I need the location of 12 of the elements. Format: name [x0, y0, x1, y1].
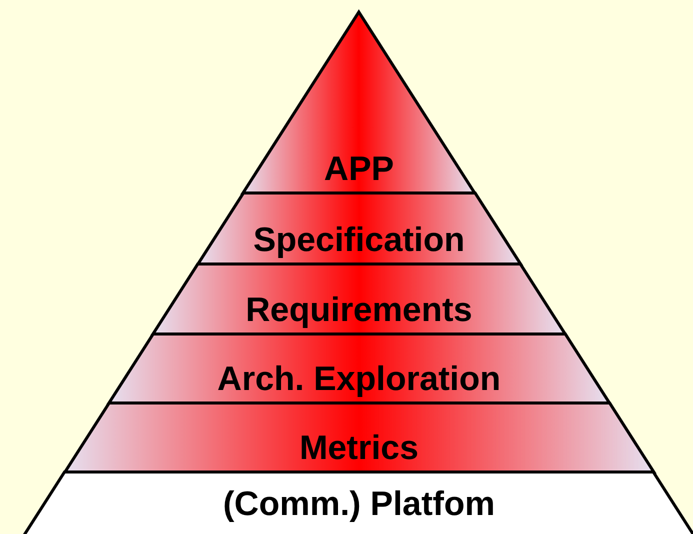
pyramid-tier [108, 334, 610, 403]
pyramid-apex [243, 12, 475, 193]
pyramid-tier [64, 403, 654, 472]
tier-label: Metrics [298, 428, 420, 468]
tier-label: Specification [252, 220, 466, 260]
tier-label: Arch. Exploration [216, 359, 502, 399]
pyramid-tier [198, 193, 520, 264]
pyramid-tier [152, 264, 566, 334]
tier-label: Requirements [244, 290, 474, 330]
tier-label: (Comm.) Platfom [222, 484, 496, 524]
pyramid-tier [21, 472, 693, 534]
tier-label: APP [323, 149, 395, 189]
